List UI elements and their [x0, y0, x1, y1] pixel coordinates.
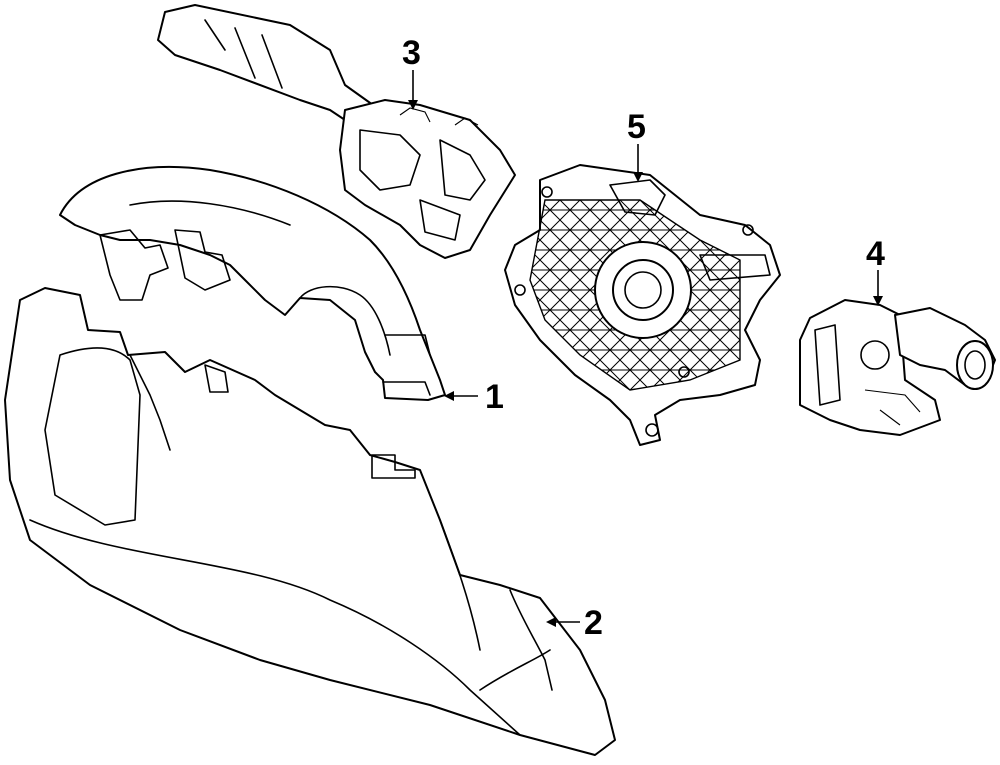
clock-spring-assembly[interactable]	[504, 164, 781, 446]
turn-signal-switch[interactable]	[799, 299, 996, 436]
callout-1-label: 1	[485, 378, 504, 416]
callout-1: 1	[444, 378, 504, 416]
callout-4: 4	[866, 235, 885, 306]
lower-column-shroud[interactable]	[4, 287, 616, 756]
callout-5-label: 5	[627, 108, 646, 146]
callout-3: 3	[402, 34, 421, 110]
callout-2-label: 2	[584, 604, 603, 642]
callout-3-label: 3	[402, 34, 421, 72]
callout-5: 5	[627, 108, 646, 182]
lower-steering-column-cover[interactable]	[59, 166, 446, 401]
wiper-switch[interactable]	[157, 4, 516, 259]
callout-2: 2	[546, 604, 603, 642]
callout-4-label: 4	[866, 235, 885, 273]
